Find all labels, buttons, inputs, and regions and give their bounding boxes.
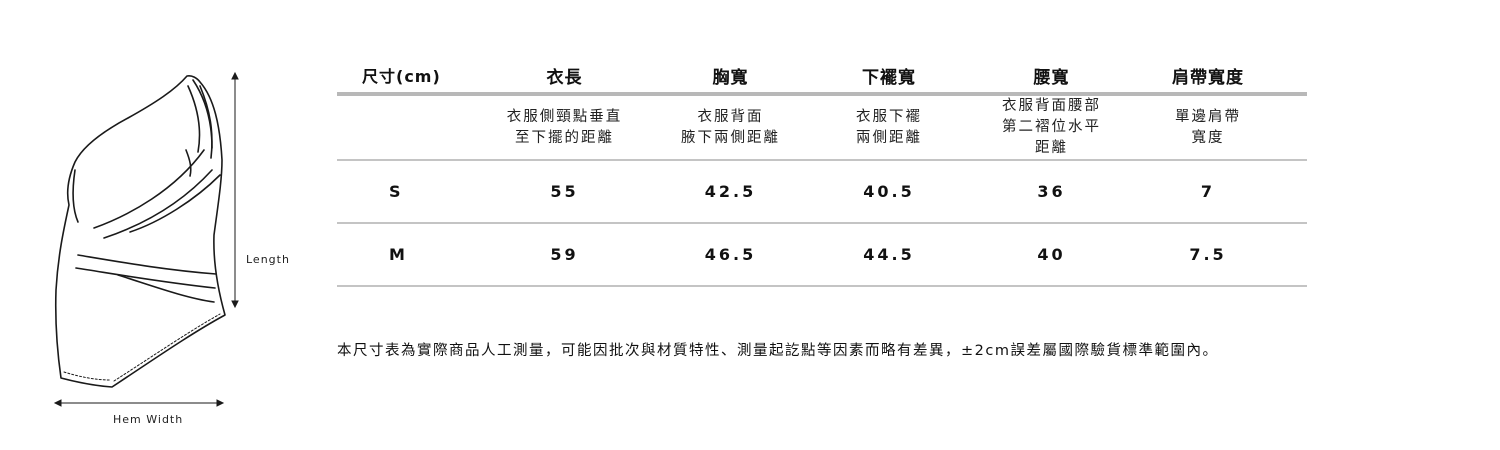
header-chest: 胸寬 bbox=[677, 58, 784, 96]
cell-chest: 42.5 bbox=[677, 160, 784, 224]
desc-chest: 衣服背面腋下兩側距離 bbox=[677, 94, 784, 161]
size-table: 尺寸(cm) 衣長 胸寬 下襬寬 腰寬 肩帶寬度 衣服側頸點垂直至下擺的距離 衣… bbox=[337, 58, 1307, 287]
cell-waist: 40 bbox=[994, 223, 1109, 287]
cell-size: S bbox=[337, 160, 452, 224]
garment-outline bbox=[54, 75, 226, 388]
header-size: 尺寸(cm) bbox=[337, 58, 452, 96]
header-hem: 下襬寬 bbox=[784, 58, 994, 96]
cell-hem: 44.5 bbox=[784, 223, 994, 287]
cell-strap: 7 bbox=[1109, 160, 1307, 224]
cell-strap: 7.5 bbox=[1109, 223, 1307, 287]
header-waist: 腰寬 bbox=[994, 58, 1109, 96]
desc-waist: 衣服背面腰部第二褶位水平距離 bbox=[994, 94, 1109, 161]
desc-strap: 單邊肩帶寬度 bbox=[1109, 94, 1307, 161]
cell-size: M bbox=[337, 223, 452, 287]
garment-illustration bbox=[53, 71, 239, 407]
length-label: Length bbox=[246, 253, 290, 266]
cell-length: 55 bbox=[452, 160, 677, 224]
table-row: S 55 42.5 40.5 36 7 bbox=[337, 160, 1307, 224]
cell-length: 59 bbox=[452, 223, 677, 287]
description-row: 衣服側頸點垂直至下擺的距離 衣服背面腋下兩側距離 衣服下襬兩側距離 衣服背面腰部… bbox=[337, 94, 1307, 161]
cell-waist: 36 bbox=[994, 160, 1109, 224]
table-row: M 59 46.5 44.5 40 7.5 bbox=[337, 223, 1307, 287]
hem-width-label: Hem Width bbox=[113, 413, 184, 426]
header-length: 衣長 bbox=[452, 58, 677, 96]
cell-hem: 40.5 bbox=[784, 160, 994, 224]
desc-length: 衣服側頸點垂直至下擺的距離 bbox=[452, 94, 677, 161]
header-strap: 肩帶寬度 bbox=[1109, 58, 1307, 96]
desc-size bbox=[337, 94, 452, 161]
measurement-note: 本尺寸表為實際商品人工測量，可能因批次與材質特性、測量起訖點等因素而略有差異，±… bbox=[337, 343, 1219, 359]
cell-chest: 46.5 bbox=[677, 223, 784, 287]
table-header-row: 尺寸(cm) 衣長 胸寬 下襬寬 腰寬 肩帶寬度 bbox=[337, 58, 1307, 96]
desc-hem: 衣服下襬兩側距離 bbox=[784, 94, 994, 161]
